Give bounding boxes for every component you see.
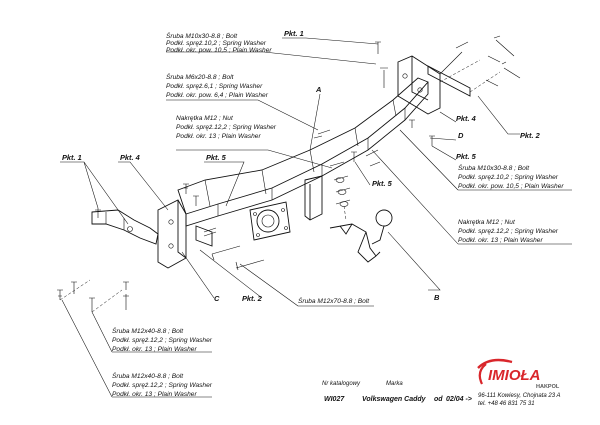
catalog-number: WI027 [324, 396, 345, 403]
label-bolt-m12x40-a: Śruba M12x40-8.8 ; Bolt Podkł. spręż.12,… [112, 326, 213, 353]
svg-text:Podkł. spręż.12,2 ; Spring Was: Podkł. spręż.12,2 ; Spring Washer [112, 337, 213, 344]
label-nut-m12-right: Nakrętka M12 ; Nut Podkł. spręż.12,2 ; S… [458, 219, 559, 244]
from-label: od [434, 396, 443, 403]
svg-text:Śruba M10x30-8.8 ; Bolt: Śruba M10x30-8.8 ; Bolt [166, 31, 238, 40]
svg-text:Nakrętka M12 ; Nut: Nakrętka M12 ; Nut [176, 115, 234, 122]
tow-ball [329, 209, 393, 263]
svg-text:Podkł. spręż.6,1 ; Spring Wash: Podkł. spręż.6,1 ; Spring Washer [166, 83, 263, 90]
label-bolt-m6: Śruba M6x20-8.8 ; Bolt Podkł. spręż.6,1 … [166, 72, 269, 99]
svg-text:Nakrętka M12 ; Nut: Nakrętka M12 ; Nut [458, 219, 516, 226]
pkt2-bottom: Pkt. 2 [242, 294, 263, 303]
svg-text:Śruba M12x40-8.8 ; Bolt: Śruba M12x40-8.8 ; Bolt [112, 371, 184, 380]
assembly-guides [59, 59, 501, 313]
fastener-stacks [57, 35, 521, 312]
label-bolt-m12x40-b: Śruba M12x40-8.8 ; Bolt Podkł. spręż.12,… [112, 371, 213, 398]
company-phone: tel. +48 46 831 75 31 [478, 401, 535, 407]
svg-text:Śruba M12x40-8.8 ; Bolt: Śruba M12x40-8.8 ; Bolt [112, 326, 184, 335]
svg-text:Podkł. spręż.12,2 ; Spring Was: Podkł. spręż.12,2 ; Spring Washer [176, 124, 277, 131]
pkt5-center: Pkt. 5 [372, 179, 393, 188]
svg-text:Podkł. okr. 13 ; Plain Washer: Podkł. okr. 13 ; Plain Washer [176, 133, 261, 140]
left-mounting-plate [91, 208, 159, 245]
label-bolt-m10-right: Śruba M10x30-8.8 ; Bolt Podkł. spręż.10,… [458, 163, 564, 190]
catalog-label: Nr katalogowy [322, 381, 361, 387]
svg-text:Podkł. spręż.12,2 ; Spring Was: Podkł. spręż.12,2 ; Spring Washer [458, 228, 559, 235]
vehicle-name: Volkswagen Caddy [362, 396, 427, 403]
svg-text:Podkł. okr. pow. 10,5 ; Plain: Podkł. okr. pow. 10,5 ; Plain Washer [166, 47, 272, 54]
title-block: Nr katalogowy WI027 Marka Volkswagen Cad… [322, 381, 561, 407]
logo-wordmark: IMIOŁA [488, 367, 541, 384]
pkt4-left: Pkt. 4 [120, 153, 140, 162]
label-bolt-m10-top: Śruba M10x30-8.8 ; Bolt Podkł. spręż.10,… [166, 31, 272, 54]
logo-swoosh-icon [477, 358, 513, 369]
letter-d: D [458, 131, 464, 140]
company-address: 96-111 Kowiesy, Chojnata 23 A [478, 393, 561, 399]
center-bracket [304, 175, 323, 221]
socket-plate [249, 201, 291, 241]
svg-text:Podkł. okr. 13 ; Plain Washer: Podkł. okr. 13 ; Plain Washer [458, 237, 543, 244]
logo-sub: HAKPOL [536, 384, 560, 390]
pkt2-right: Pkt. 2 [520, 131, 541, 140]
brand-label: Marka [386, 381, 403, 387]
svg-text:Podkł. spręż.12,2 ; Spring Was: Podkł. spręż.12,2 ; Spring Washer [112, 382, 213, 389]
svg-text:Podkł. okr. pow. 6,4 ; Plain W: Podkł. okr. pow. 6,4 ; Plain Washer [166, 92, 269, 99]
svg-text:Śruba M6x20-8.8 ; Bolt: Śruba M6x20-8.8 ; Bolt [166, 72, 235, 81]
svg-text:Podkł. spręż.10,2 ; Spring Was: Podkł. spręż.10,2 ; Spring Washer [458, 174, 559, 181]
letter-b: B [434, 293, 440, 302]
from-date: 02/04 -> [446, 396, 472, 403]
svg-text:Śruba M10x30-8.8 ; Bolt: Śruba M10x30-8.8 ; Bolt [458, 163, 530, 172]
leader-lines [60, 37, 572, 398]
svg-text:Podkł. okr. 13 ; Plain Washer: Podkł. okr. 13 ; Plain Washer [112, 391, 197, 398]
pkt4-right: Pkt. 4 [456, 114, 476, 123]
crossbar [177, 77, 429, 227]
label-nut-m12-top: Nakrętka M12 ; Nut Podkł. spręż.12,2 ; S… [176, 115, 277, 140]
right-bracket [397, 41, 471, 115]
pkt1-top: Pkt. 1 [284, 29, 304, 38]
svg-text:Podkł. spręż.10,2 ; Spring Was: Podkł. spręż.10,2 ; Spring Washer [166, 40, 267, 47]
pkt1-left: Pkt. 1 [62, 153, 82, 162]
imiola-logo: IMIOŁA HAKPOL [477, 358, 560, 390]
label-bolt-m12x70: Śruba M12x70-8.8 ; Bolt [298, 296, 370, 305]
pkt5-right: Pkt. 5 [456, 152, 477, 161]
svg-text:Podkł. okr. 13 ; Plain Washer: Podkł. okr. 13 ; Plain Washer [112, 346, 197, 353]
svg-text:Podkł. okr. pow. 10,5 ; Plain: Podkł. okr. pow. 10,5 ; Plain Washer [458, 183, 564, 190]
letter-a: A [315, 85, 321, 94]
letter-c: C [214, 294, 220, 303]
pkt5-left: Pkt. 5 [206, 153, 227, 162]
